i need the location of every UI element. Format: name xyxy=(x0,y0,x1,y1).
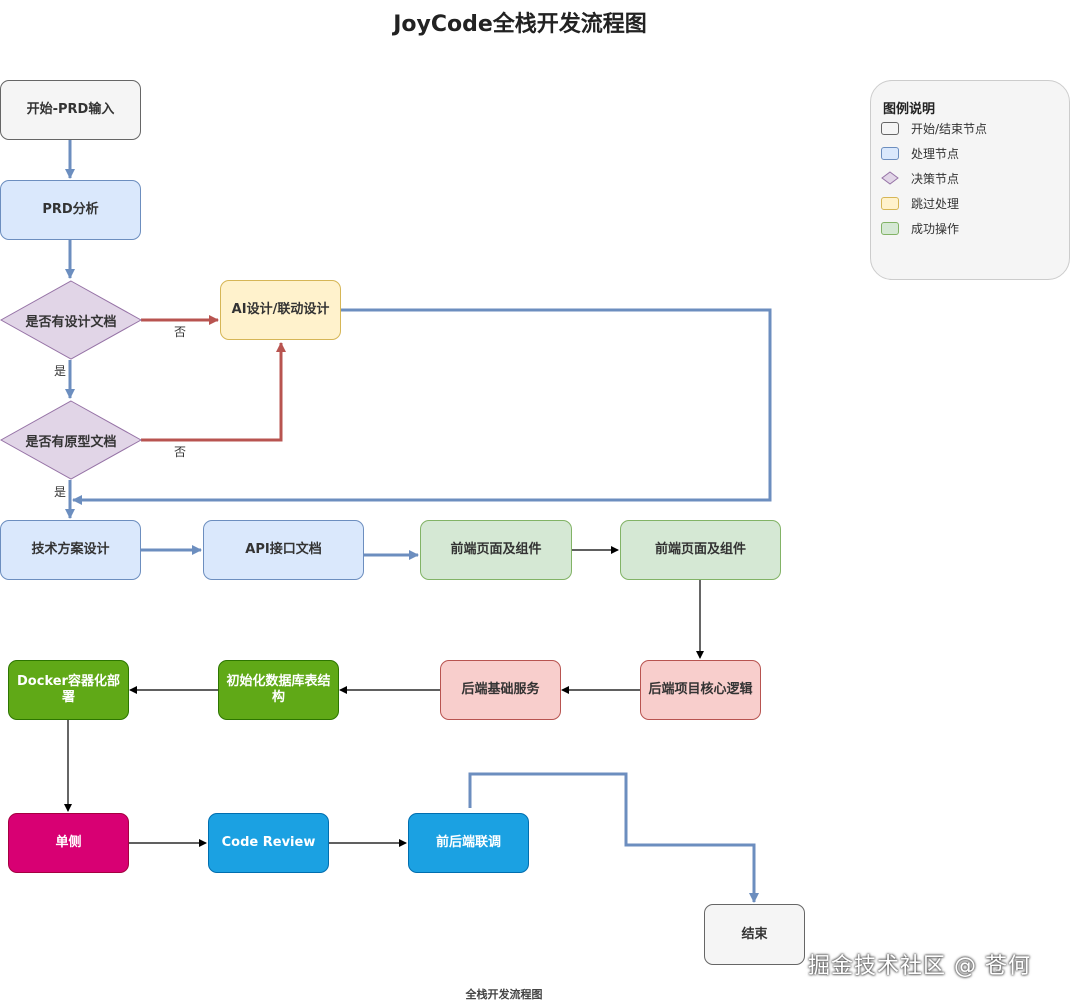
legend-item-process: 处理节点 xyxy=(881,144,959,162)
integration-label: 前后端联调 xyxy=(435,835,501,850)
db-init-node: 初始化数据库表结构 xyxy=(218,660,339,720)
unit-test-node: 单侧 xyxy=(8,813,129,873)
legend-panel: 图例说明 开始/结束节点 处理节点 决策节点 跳过处理 成功操作 xyxy=(870,80,1070,280)
ai-design-node: AI设计/联动设计 xyxy=(220,280,341,340)
unit-test-label: 单侧 xyxy=(55,835,82,850)
legend-item-start-end: 开始/结束节点 xyxy=(881,119,987,137)
start-node-label: 开始-PRD输入 xyxy=(26,102,115,117)
design-yes-label: 是 xyxy=(54,364,67,378)
code-review-label: Code Review xyxy=(221,835,316,850)
legend-item-success: 成功操作 xyxy=(881,219,959,237)
legend-swatch-process xyxy=(881,146,899,160)
legend-item-label: 开始/结束节点 xyxy=(911,121,988,136)
prototype-yes-label: 是 xyxy=(54,485,67,499)
prototype-no-label: 否 xyxy=(174,445,187,459)
docker-label: Docker容器化部署 xyxy=(17,674,120,705)
legend-title: 图例说明 xyxy=(883,102,936,117)
api-doc-label: API接口文档 xyxy=(245,542,322,557)
decision-diamond-shape xyxy=(0,400,142,480)
legend-item-decision: 决策节点 xyxy=(881,169,959,187)
backend-core-node: 后端项目核心逻辑 xyxy=(640,660,761,720)
backend-core-label: 后端项目核心逻辑 xyxy=(648,682,753,697)
legend-item-label: 成功操作 xyxy=(911,221,960,236)
prd-analysis-label: PRD分析 xyxy=(42,202,99,217)
legend-item-label: 处理节点 xyxy=(911,146,960,161)
start-node: 开始-PRD输入 xyxy=(0,80,141,140)
design-no-label: 否 xyxy=(174,325,187,339)
diagram-caption: 全栈开发流程图 xyxy=(465,988,543,1001)
end-node: 结束 xyxy=(704,904,805,965)
frontend-node-1: 前端页面及组件 xyxy=(420,520,572,580)
api-doc-node: API接口文档 xyxy=(203,520,364,580)
decision-diamond-shape xyxy=(0,280,142,360)
frontend-node-1-label: 前端页面及组件 xyxy=(450,542,542,557)
watermark: 掘金技术社区 @ 苍何 xyxy=(808,954,1031,979)
legend-swatch-decision xyxy=(881,171,899,185)
legend-item-label: 决策节点 xyxy=(911,171,960,186)
frontend-node-2-label: 前端页面及组件 xyxy=(654,542,746,557)
docker-node: Docker容器化部署 xyxy=(8,660,129,720)
tech-design-label: 技术方案设计 xyxy=(31,542,110,557)
legend-item-label: 跳过处理 xyxy=(911,196,960,211)
ai-design-label: AI设计/联动设计 xyxy=(231,302,330,317)
diagram-title: JoyCode全栈开发流程图 xyxy=(393,12,647,37)
legend-swatch-skip xyxy=(881,196,899,210)
legend-item-skip: 跳过处理 xyxy=(881,194,959,212)
prototype-doc-decision: 是否有原型文档 xyxy=(0,400,142,480)
end-node-label: 结束 xyxy=(741,926,768,942)
legend-swatch-start-end xyxy=(881,121,899,135)
frontend-node-2: 前端页面及组件 xyxy=(620,520,781,580)
tech-design-node: 技术方案设计 xyxy=(0,520,141,580)
integration-node: 前后端联调 xyxy=(408,813,529,873)
edge-integration-to-end xyxy=(468,772,759,903)
design-doc-decision: 是否有设计文档 xyxy=(0,280,142,360)
design-doc-decision-label: 是否有设计文档 xyxy=(25,314,117,330)
prd-analysis-node: PRD分析 xyxy=(0,180,141,240)
code-review-node: Code Review xyxy=(208,813,329,873)
backend-base-label: 后端基础服务 xyxy=(461,682,540,697)
db-init-label: 初始化数据库表结构 xyxy=(226,674,331,705)
legend-swatch-success xyxy=(881,221,899,235)
edge-ai-to-tech xyxy=(72,308,772,505)
edge-prototype-no xyxy=(141,342,286,442)
backend-base-node: 后端基础服务 xyxy=(440,660,561,720)
prototype-doc-decision-label: 是否有原型文档 xyxy=(25,434,117,450)
